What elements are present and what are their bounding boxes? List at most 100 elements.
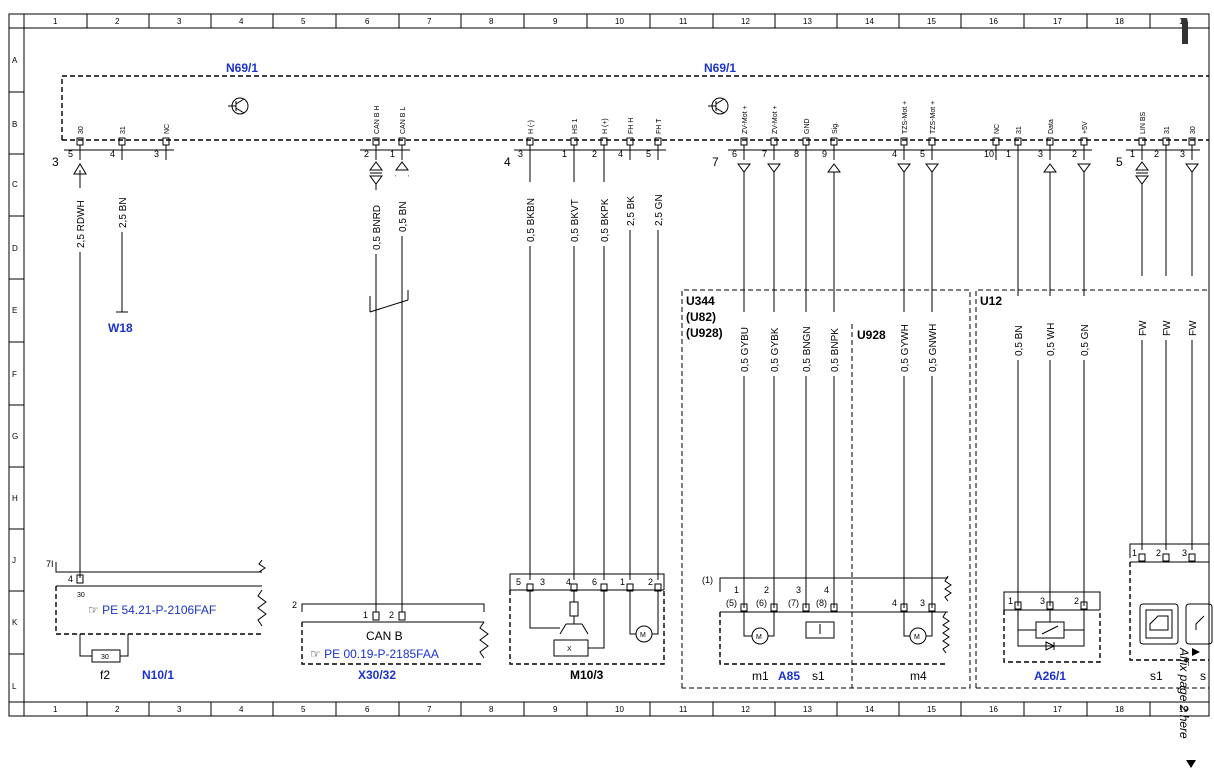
column-label-bottom: 10 <box>615 705 624 714</box>
wire-label: 0,5 BKVT <box>570 199 581 242</box>
m10-pin-number: 1 <box>620 577 625 587</box>
connector4-pin-number: 5 <box>646 149 651 159</box>
diode-icon <box>1045 641 1056 651</box>
connector5-pin-number: 3 <box>1180 149 1185 159</box>
connector7-signal-label: TZS-Mot + <box>930 101 937 134</box>
connector-3-number: 3 <box>52 155 59 169</box>
arrow-right-icon <box>1192 648 1200 656</box>
u12-label: U12 <box>980 294 1002 308</box>
can-connector-pin-number: 1 <box>390 149 395 159</box>
wire-label: 0,5 GN <box>1080 324 1091 356</box>
u82-label: (U82) <box>686 310 716 324</box>
a85-pin-alt: (8) <box>816 598 827 608</box>
corner-mark-icon <box>1182 18 1188 44</box>
can-connector-pin-number: 2 <box>364 149 369 159</box>
connector7-signal-label: TZS-Mot + <box>902 101 909 134</box>
window-switch-icon <box>1139 603 1179 645</box>
component-n10-1: 7I 4 30 ☞ PE 54.21-P-2106FAF 30 f2 N10/1 <box>46 559 267 682</box>
column-label-top: 13 <box>803 17 812 26</box>
connector5-pin-box <box>1188 137 1196 146</box>
wire-label-bg <box>568 182 580 246</box>
connector7-pin-box <box>1046 137 1054 146</box>
connector4-pin-number: 1 <box>562 149 567 159</box>
u12-boundary <box>975 289 1209 688</box>
row-label: G <box>12 432 18 441</box>
wire-label: 0,5 BN <box>398 201 409 232</box>
arrow-icons <box>73 161 1199 185</box>
m10-pin-number: 4 <box>566 577 571 587</box>
column-label-bottom: 5 <box>301 705 306 714</box>
connector5-signal-label: LIN BS <box>1140 111 1147 134</box>
column-label-bottom: 16 <box>989 705 998 714</box>
module-boundary-top <box>61 75 1209 140</box>
can-connector-signal-label: CAN B H <box>374 106 381 134</box>
wire-label-bg <box>898 312 910 376</box>
wire-label: 0,5 GYBU <box>740 327 751 372</box>
a85-connector: (1) <box>702 575 713 585</box>
a85-s1-label: s1 <box>812 669 825 683</box>
m10-pin-number: 2 <box>648 577 653 587</box>
connector4-signal-label: FH H <box>628 118 635 134</box>
connector7-pin-number: 3 <box>1038 149 1043 159</box>
column-label-top: 15 <box>927 17 936 26</box>
column-label-bottom: 8 <box>489 705 494 714</box>
a85-pin-box <box>740 603 748 612</box>
column-label-top: 7 <box>427 17 432 26</box>
n10-pin-signal: 30 <box>77 592 85 599</box>
column-label-bottom: 2 <box>115 705 120 714</box>
a85-motor-mark: M <box>756 634 762 641</box>
a26-pin-number: 3 <box>1040 596 1045 606</box>
column-label-top: 11 <box>679 17 688 26</box>
u928-label: U928 <box>857 328 886 342</box>
connector7-pin-number: 7 <box>762 149 767 159</box>
x30-pin-2: 2 <box>389 610 394 620</box>
connector7-pin-number: 10 <box>984 149 994 159</box>
wire-label-bg <box>624 166 636 230</box>
wire-label-bg <box>1136 276 1148 340</box>
column-label-bottom: 18 <box>1115 705 1124 714</box>
a26-pin-box <box>1080 601 1088 610</box>
connector-4-number: 4 <box>504 155 511 169</box>
wire-label-bg <box>116 168 128 232</box>
column-label-top: 18 <box>1115 17 1124 26</box>
wire-label-bg <box>800 312 812 376</box>
a85-pin-alt: (5) <box>726 598 737 608</box>
a26-label: A26/1 <box>1034 669 1066 683</box>
wire-label: 2,5 RDWH <box>76 200 87 248</box>
row-label: E <box>12 306 17 315</box>
m10-pin-number: 3 <box>540 577 545 587</box>
wire-label-bg <box>652 166 664 230</box>
wire-label-bg <box>828 312 840 376</box>
can-connector-signal-label: CAN B L <box>400 107 407 134</box>
a85-pin-number: 1 <box>734 585 739 595</box>
row-label: B <box>12 120 17 129</box>
connector7-signal-label: ZV-Mot + <box>772 105 779 134</box>
column-label-top: 4 <box>239 17 244 26</box>
transistor-icon <box>228 97 249 115</box>
connector7-pin-box <box>928 137 936 146</box>
wire-label: 2,5 BK <box>626 196 637 226</box>
switch-icon <box>805 621 835 639</box>
arrow-down-icon <box>1186 760 1196 768</box>
a85-pin-number: 2 <box>764 585 769 595</box>
x30-reference: ☞ PE 00.19-P-2185FAA <box>310 647 439 661</box>
column-label-top: 16 <box>989 17 998 26</box>
row-label: H <box>12 494 18 503</box>
n10-pin: 4 <box>68 574 73 584</box>
right-s-cut-label: s <box>1200 669 1206 683</box>
connector3-pin-box <box>162 137 170 146</box>
m10-motor-mark: M <box>640 632 646 639</box>
n10-connector-number: 7I <box>46 559 54 569</box>
connector3-pin-number: 4 <box>110 149 115 159</box>
connector3-signal-label: NC <box>164 124 171 134</box>
wire-label: 2,5 BN <box>118 197 129 228</box>
x30-title: CAN B <box>366 629 403 643</box>
connector7-pin-box <box>900 137 908 146</box>
wire-label-bg <box>738 312 750 376</box>
connector7-pin-number: 6 <box>732 149 737 159</box>
wire-label: FW <box>1162 320 1173 336</box>
